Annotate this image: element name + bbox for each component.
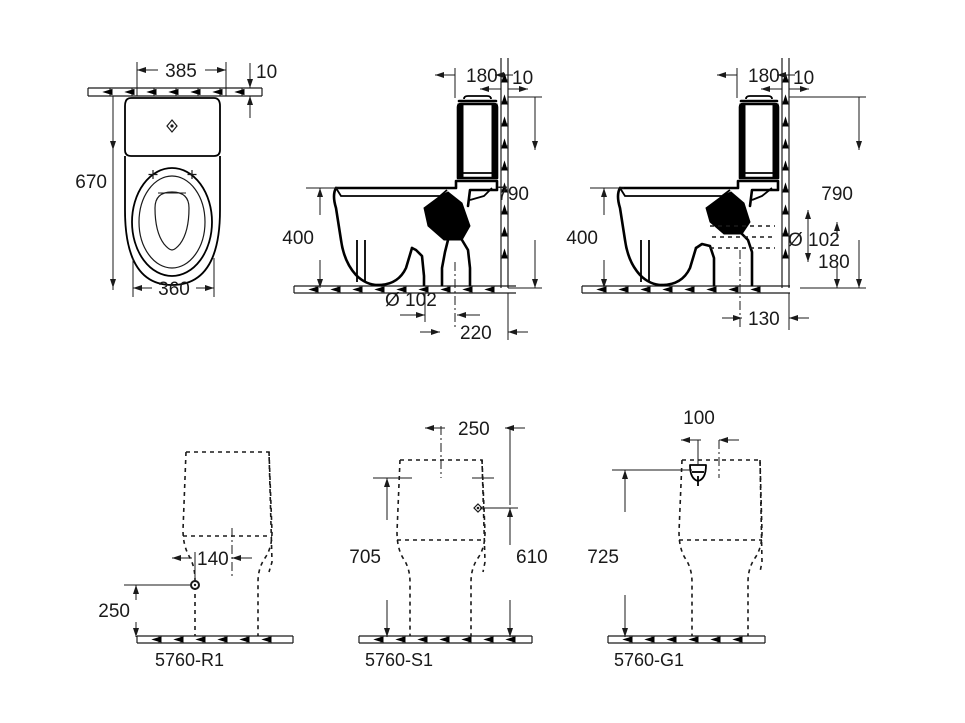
center-floor [293,285,516,294]
plan-flush-button-icon [166,119,178,133]
plan-bowl-outline [124,156,221,286]
dim-center-180: 180 [435,66,513,98]
dim-label-plan-360: 360 [158,279,190,300]
dim-label-plan-10: 10 [256,62,277,83]
dim-label-r1-140: 140 [197,549,229,570]
dim-label-center-790: 790 [497,184,529,205]
dim-label-r1-250: 250 [98,601,130,622]
s1-inlet-marker [473,503,483,513]
side-view-center-group: 180 10 790 400 Ø 102 [282,58,542,344]
dim-label-right-180: 180 [748,66,780,87]
dim-label-right-400: 400 [566,228,598,249]
dim-right-400: 400 [566,187,624,288]
side-view-right-group: 180 10 790 400 Ø 102 [566,58,866,330]
dim-label-g1-725: 725 [587,547,619,568]
dim-label-right-790: 790 [821,184,853,205]
dim-label-g1-100: 100 [683,408,715,429]
dim-r1-140: 140 [172,549,252,582]
right-floor [581,285,790,294]
dim-s1-610: 610 [480,507,548,637]
g1-floor [607,635,766,644]
dim-label-s1-610: 610 [516,547,548,568]
right-cistern [738,95,780,180]
dim-right-180: 180 [717,66,795,98]
rear-view-s1-group: 250 705 610 5760-S1 [349,419,547,670]
dim-plan-360: 360 [132,258,215,300]
r1-silhouette [182,451,273,636]
dim-right-dia102: Ø 102 [788,210,840,262]
plan-view-group: 385 10 670 360 [75,61,277,300]
center-cistern [456,95,499,180]
dim-label-plan-385: 385 [165,61,197,82]
dim-label-center-10: 10 [512,68,533,89]
plan-cistern-outline [124,97,221,157]
dim-label-center-180: 180 [466,66,498,87]
dim-center-dia102: Ø 102 [385,290,480,322]
r1-inlet-marker [190,580,200,590]
dim-plan-670: 670 [75,96,116,290]
dim-plan-10: 10 [247,62,277,118]
plan-pan-inner [154,191,190,251]
dim-right-180b: 180 [818,222,850,288]
dim-label-center-400: 400 [282,228,314,249]
model-label-s1: 5760-S1 [365,650,433,670]
right-outlet-hidden-lines [710,225,775,249]
center-bowl-profile [332,179,499,287]
dim-g1-725: 725 [587,469,692,637]
s1-silhouette [396,459,486,636]
dim-label-center-dia102: Ø 102 [385,290,437,311]
dim-g1-100: 100 [681,408,739,466]
dim-label-plan-670: 670 [75,172,107,193]
dim-label-right-10: 10 [793,68,814,89]
dim-right-130: 130 [722,293,809,330]
center-wall [500,58,509,288]
rear-view-r1-group: 140 250 5760-R1 [98,451,294,670]
dim-plan-385: 385 [136,61,227,96]
dim-center-790: 790 [497,96,542,289]
r1-floor [136,635,294,644]
g1-silhouette [678,459,763,636]
right-bowl-profile [616,179,780,330]
dim-center-10: 10 [480,68,533,92]
dim-center-220: 220 [420,293,528,344]
dim-label-center-220: 220 [460,323,492,344]
dim-s1-705: 705 [349,477,412,637]
right-wall [781,58,790,288]
dim-right-10: 10 [761,68,814,92]
g1-valve-icon [689,464,707,486]
plan-wall [87,87,263,97]
dim-label-s1-250: 250 [458,419,490,440]
plan-seat-outer [131,167,213,277]
plan-fixing-holes [148,170,197,179]
s1-floor [358,635,533,644]
model-label-r1: 5760-R1 [155,650,224,670]
dim-label-right-dia102: Ø 102 [788,230,840,251]
dim-center-400: 400 [282,187,340,288]
plan-seat-inner [138,175,206,269]
dim-label-right-180b: 180 [818,252,850,273]
dim-label-s1-705: 705 [349,547,381,568]
dim-label-right-130: 130 [748,309,780,330]
dim-right-790: 790 [789,96,866,289]
dim-r1-250: 250 [98,584,192,637]
dim-s1-250: 250 [425,419,525,505]
rear-view-g1-group: 100 725 5760-G1 [587,408,766,670]
model-label-g1: 5760-G1 [614,650,684,670]
